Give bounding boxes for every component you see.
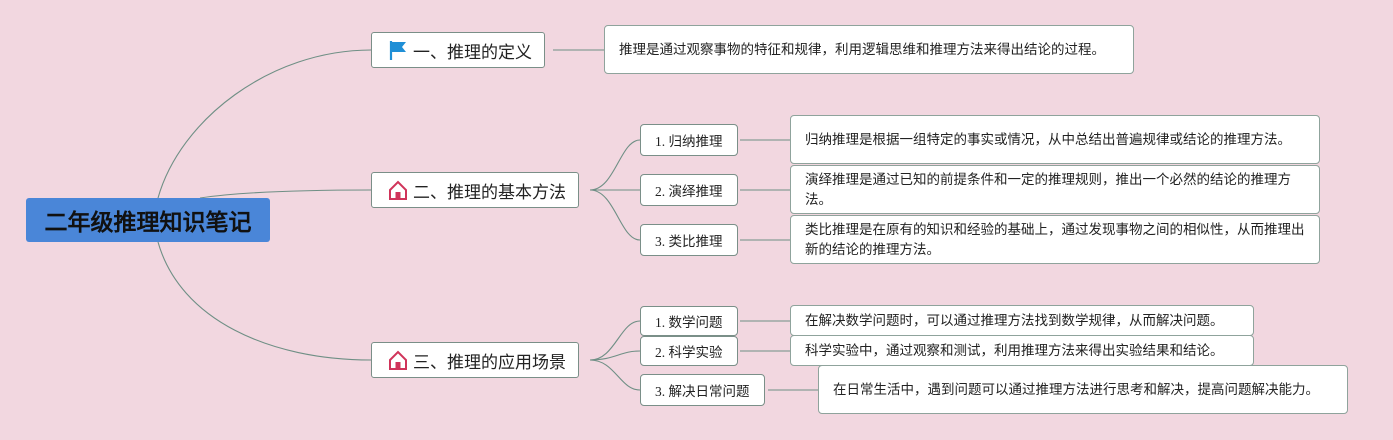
subtopic-label: 3. 类比推理 [655, 234, 723, 249]
description-box[interactable]: 归纳推理是根据一组特定的事实或情况，从中总结出普遍规律或结论的推理方法。 [790, 115, 1320, 164]
description-box[interactable]: 类比推理是在原有的知识和经验的基础上，通过发现事物之间的相似性，从而推理出新的结… [790, 215, 1320, 264]
description-text: 演绎推理是通过已知的前提条件和一定的推理规则，推出一个必然的结论的推理方法。 [805, 171, 1291, 207]
subtopic-label: 3. 解决日常问题 [655, 384, 750, 399]
root-title: 二年级推理知识笔记 [44, 210, 252, 236]
subtopic-label: 1. 数学问题 [655, 315, 723, 330]
subtopic-label: 1. 归纳推理 [655, 134, 723, 149]
subtopic-daily-problems[interactable]: 3. 解决日常问题 [640, 374, 765, 406]
description-text: 在解决数学问题时，可以通过推理方法找到数学规律，从而解决问题。 [805, 312, 1224, 328]
description-box[interactable]: 在解决数学问题时，可以通过推理方法找到数学规律，从而解决问题。 [790, 305, 1254, 336]
house-icon [387, 349, 409, 371]
description-text: 在日常生活中，遇到问题可以通过推理方法进行思考和解决，提高问题解决能力。 [833, 381, 1319, 397]
description-text: 类比推理是在原有的知识和经验的基础上，通过发现事物之间的相似性，从而推理出新的结… [805, 221, 1305, 257]
description-box[interactable]: 在日常生活中，遇到问题可以通过推理方法进行思考和解决，提高问题解决能力。 [818, 365, 1348, 414]
branch-label: 三、推理的应用场景 [413, 352, 566, 372]
subtopic-analogical[interactable]: 3. 类比推理 [640, 224, 738, 256]
subtopic-label: 2. 科学实验 [655, 345, 723, 360]
subtopic-math-problems[interactable]: 1. 数学问题 [640, 306, 738, 336]
connector-root-branch2 [199, 189, 372, 199]
description-box[interactable]: 推理是通过观察事物的特征和规律，利用逻辑思维和推理方法来得出结论的过程。 [604, 25, 1134, 74]
connector-branch3-sub2 [589, 350, 641, 361]
subtopic-inductive[interactable]: 1. 归纳推理 [640, 124, 738, 156]
connector-branch2-sub1 [589, 139, 641, 191]
subtopic-deductive[interactable]: 2. 演绎推理 [640, 174, 738, 206]
flag-icon [387, 39, 409, 61]
description-box[interactable]: 演绎推理是通过已知的前提条件和一定的推理规则，推出一个必然的结论的推理方法。 [790, 165, 1320, 214]
connector-branch3-sub1 [589, 320, 641, 361]
subtopic-science-experiments[interactable]: 2. 科学实验 [640, 336, 738, 366]
branch-label: 一、推理的定义 [413, 42, 532, 62]
subtopic-label: 2. 演绎推理 [655, 184, 723, 199]
connector-root-branch1 [157, 49, 372, 199]
house-icon [387, 179, 409, 201]
description-text: 归纳推理是根据一组特定的事实或情况，从中总结出普遍规律或结论的推理方法。 [805, 131, 1291, 147]
branch-application-scenarios[interactable]: 三、推理的应用场景 [371, 342, 579, 378]
connector-root-branch3 [157, 241, 372, 361]
branch-definition[interactable]: 一、推理的定义 [371, 32, 545, 68]
root-topic[interactable]: 二年级推理知识笔记 [26, 198, 270, 242]
connector-branch3-sub3 [589, 359, 641, 391]
branch-label: 二、推理的基本方法 [413, 182, 566, 202]
description-text: 推理是通过观察事物的特征和规律，利用逻辑思维和推理方法来得出结论的过程。 [619, 41, 1105, 57]
branch-basic-methods[interactable]: 二、推理的基本方法 [371, 172, 579, 208]
connector-branch2-sub3 [589, 189, 641, 241]
description-box[interactable]: 科学实验中，通过观察和测试，利用推理方法来得出实验结果和结论。 [790, 335, 1254, 366]
description-text: 科学实验中，通过观察和测试，利用推理方法来得出实验结果和结论。 [805, 342, 1224, 358]
